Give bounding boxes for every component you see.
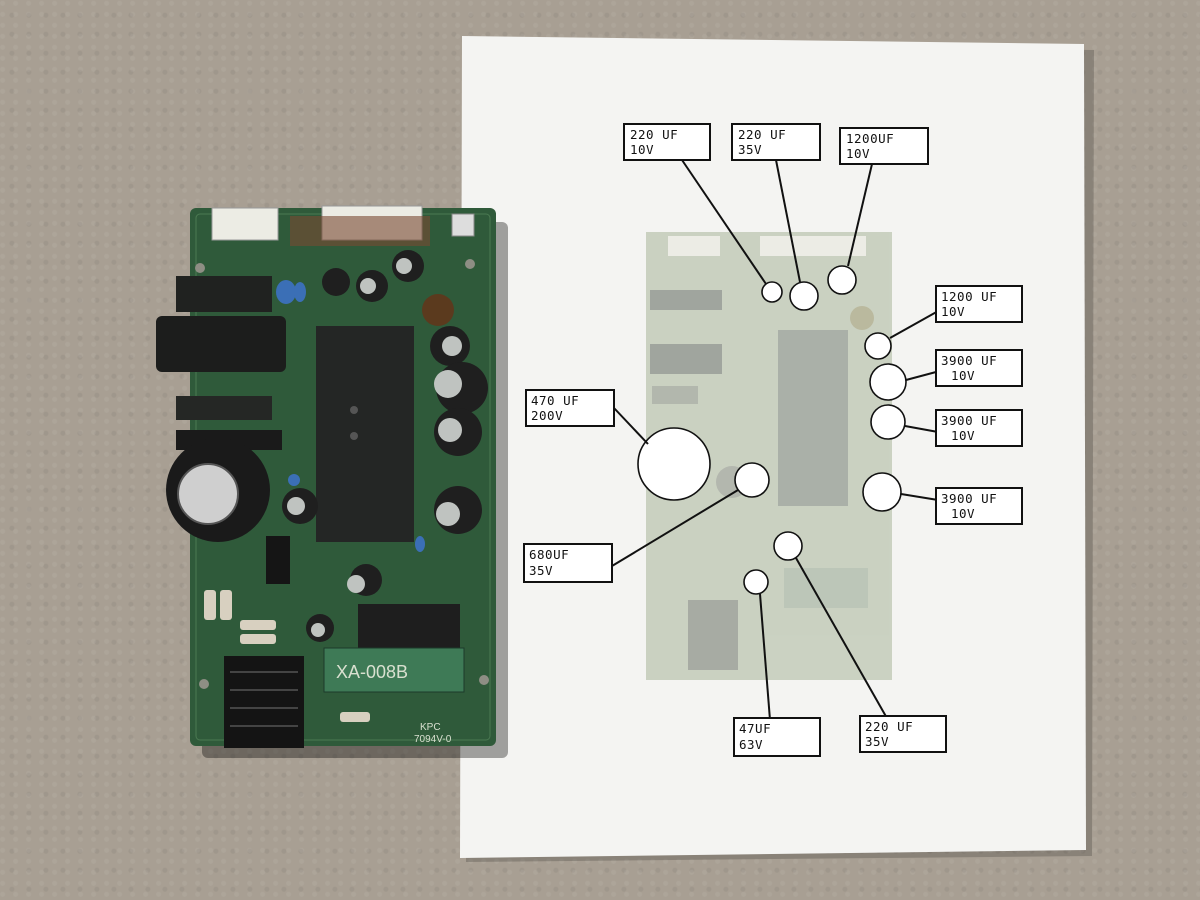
callout-5-line1: 3900 UF	[941, 353, 997, 368]
board-rating-label: 7094V-0	[414, 734, 452, 745]
board-model-label: XA-008B	[336, 662, 408, 682]
circle-markers	[637, 265, 907, 595]
callout-7-line1: 3900 UF	[941, 491, 997, 506]
callout-7-line2: 10V	[951, 506, 975, 521]
connector-small	[211, 207, 279, 241]
board-module	[323, 647, 465, 693]
callout-8-line1: 470 UF	[531, 393, 579, 408]
callout-11-line2: 35V	[865, 734, 889, 749]
callout-1-line1: 220 UF	[630, 127, 678, 142]
leader-lines	[611, 159, 941, 721]
callout-4-line2: 10V	[941, 304, 965, 319]
printed-board-photo	[646, 232, 892, 680]
callout-2-line1: 220 UF	[738, 127, 786, 142]
board-maker-label: KPC	[420, 722, 441, 733]
power-supply-board: XA-008B KPC 7094V-0	[156, 205, 496, 748]
callout-3-line2: 10V	[846, 146, 870, 161]
callout-9-line2: 35V	[529, 563, 553, 578]
callout-9-line1: 680UF	[529, 547, 569, 562]
heatsink-main	[316, 326, 414, 542]
callout-2-line2: 35V	[738, 142, 762, 157]
callout-5-line2: 10V	[951, 368, 975, 383]
callout-11-line1: 220 UF	[865, 719, 913, 734]
callout-boxes	[523, 123, 1023, 757]
callout-3-line1: 1200UF	[846, 131, 894, 146]
callout-4-line1: 1200 UF	[941, 289, 997, 304]
callout-labels: 220 UF 10V 220 UF 35V 1200UF 10V 1200 UF…	[529, 127, 997, 752]
callout-6-line1: 3900 UF	[941, 413, 997, 428]
callout-1-line2: 10V	[630, 142, 654, 157]
callout-8-line2: 200V	[531, 408, 563, 423]
heatsink-bottom	[224, 656, 304, 748]
callout-10-line2: 63V	[739, 737, 763, 752]
callout-6-line2: 10V	[951, 428, 975, 443]
callout-10-line1: 47UF	[739, 721, 771, 736]
